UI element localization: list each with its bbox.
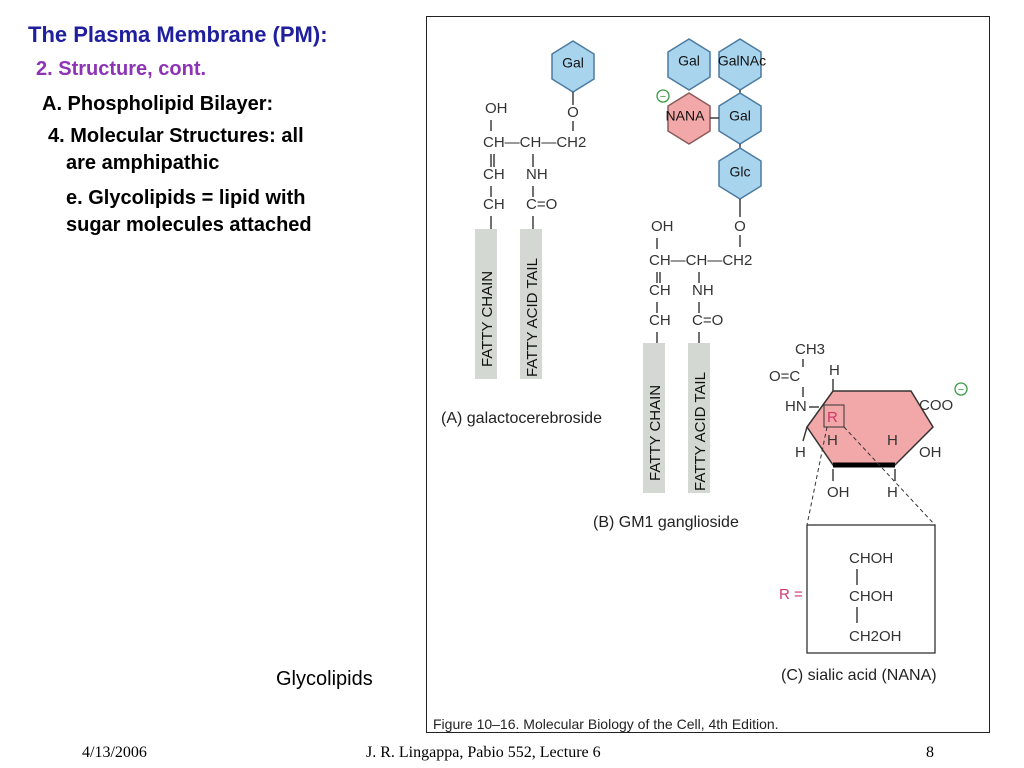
coo-c: COO — [919, 397, 953, 414]
nana-hexagon-b — [667, 92, 711, 145]
figure-credit: Figure 10–16. Molecular Biology of the C… — [433, 716, 779, 732]
figure-drawing: .blue { fill:#a9d4ee; stroke:#4a7aa0; st… — [433, 38, 968, 732]
fatty-chain-bar-a — [475, 229, 497, 379]
nh-b: NH — [692, 282, 714, 299]
chain1-c: CHOH — [849, 550, 893, 567]
glc-label-b: Glc — [730, 164, 751, 180]
glycolipid-figure: .blue { fill:#a9d4ee; stroke:#4a7aa0; st… — [426, 16, 990, 733]
panel-b: Gal GalNAc NANA − Gal Glc O OH CH—CH—CH2… — [593, 38, 766, 531]
sub-bullet-line1: e. Glycolipids = lipid with — [66, 187, 306, 209]
co-a: C=O — [526, 196, 557, 213]
r-equals-label: R = — [779, 586, 803, 603]
h-top-c: H — [829, 362, 840, 379]
nana-label-b: NANA — [666, 108, 706, 124]
panel-a: Gal O OH CH—CH—CH2 CH NH CH C=O FATTY CH… — [441, 40, 602, 427]
slide-title: The Plasma Membrane (PM): — [28, 22, 328, 47]
ch-b1: CH — [649, 282, 671, 299]
footer-page-number: 8 — [926, 744, 934, 761]
r-box — [823, 404, 845, 428]
minus-sign-c: − — [958, 384, 964, 396]
oh-right-c: OH — [919, 444, 942, 461]
bullet-point-line2: are amphipathic — [66, 152, 220, 174]
slide-subtitle: 2. Structure, cont. — [36, 58, 207, 80]
fatty-chain-bar-b — [643, 343, 665, 493]
ch-a2: CH — [483, 196, 505, 213]
ch3-c: CH3 — [795, 341, 825, 358]
panel-c: CH3 O=C HN H R COO − H H H OH OH H — [769, 341, 968, 684]
sialic-ring — [806, 390, 934, 466]
ch-b2: CH — [649, 312, 671, 329]
h-left-c: H — [795, 444, 806, 461]
section-heading: A. Phospholipid Bilayer: — [42, 93, 274, 115]
co-b: C=O — [692, 312, 723, 329]
fatty-chain-label-a: FATTY CHAIN — [479, 271, 496, 367]
sub-bullet-line2: sugar molecules attached — [66, 214, 312, 236]
minus-badge-c — [954, 382, 968, 396]
panel-a-label: (A) galactocerebroside — [441, 410, 602, 427]
ch-a1: CH — [483, 166, 505, 183]
minus-badge-b — [656, 89, 670, 103]
bullet-point-line1: 4. Molecular Structures: all — [48, 125, 304, 147]
chain3-c: CH2OH — [849, 628, 902, 645]
r-group-box — [806, 524, 936, 654]
hn-c: HN — [785, 398, 807, 415]
galnac-label-b: GalNAc — [718, 53, 766, 69]
oc-c: O=C — [769, 368, 800, 385]
gal-hexagon-top-b — [667, 38, 711, 91]
oh-bottom-c: OH — [827, 484, 850, 501]
footer-lecture: J. R. Lingappa, Pabio 552, Lecture 6 — [366, 744, 601, 761]
figure-caption: Glycolipids — [276, 668, 373, 690]
panel-c-label: (C) sialic acid (NANA) — [781, 667, 937, 684]
zoom-line-left — [806, 426, 828, 526]
h-bottom-c: H — [887, 484, 898, 501]
r-label-c: R — [827, 409, 838, 426]
h-inner1-c: H — [827, 432, 838, 449]
h-inner2-c: H — [887, 432, 898, 449]
row1-a: CH—CH—CH2 — [483, 134, 586, 151]
gal-top-label-b: Gal — [678, 53, 700, 69]
footer-date: 4/13/2006 — [82, 744, 147, 761]
oxygen-b: O — [734, 218, 746, 235]
chain2-c: CHOH — [849, 588, 893, 605]
row1-b: CH—CH—CH2 — [649, 252, 752, 269]
oxygen-a: O — [567, 104, 579, 121]
panel-b-label: (B) GM1 ganglioside — [593, 514, 739, 531]
minus-sign-b: − — [660, 91, 666, 103]
fatty-acid-tail-label-b: FATTY ACID TAIL — [692, 372, 709, 491]
fatty-acid-tail-label-a: FATTY ACID TAIL — [524, 258, 541, 377]
fatty-acid-tail-bar-b — [688, 343, 710, 493]
fatty-acid-tail-bar-a — [520, 229, 542, 379]
oh-a: OH — [485, 100, 508, 117]
gal-label-a: Gal — [562, 55, 584, 71]
fatty-chain-label-b: FATTY CHAIN — [647, 385, 664, 481]
oh-b: OH — [651, 218, 674, 235]
zoom-line-right — [843, 426, 936, 526]
nh-a: NH — [526, 166, 548, 183]
gal-mid-label-b: Gal — [729, 108, 751, 124]
